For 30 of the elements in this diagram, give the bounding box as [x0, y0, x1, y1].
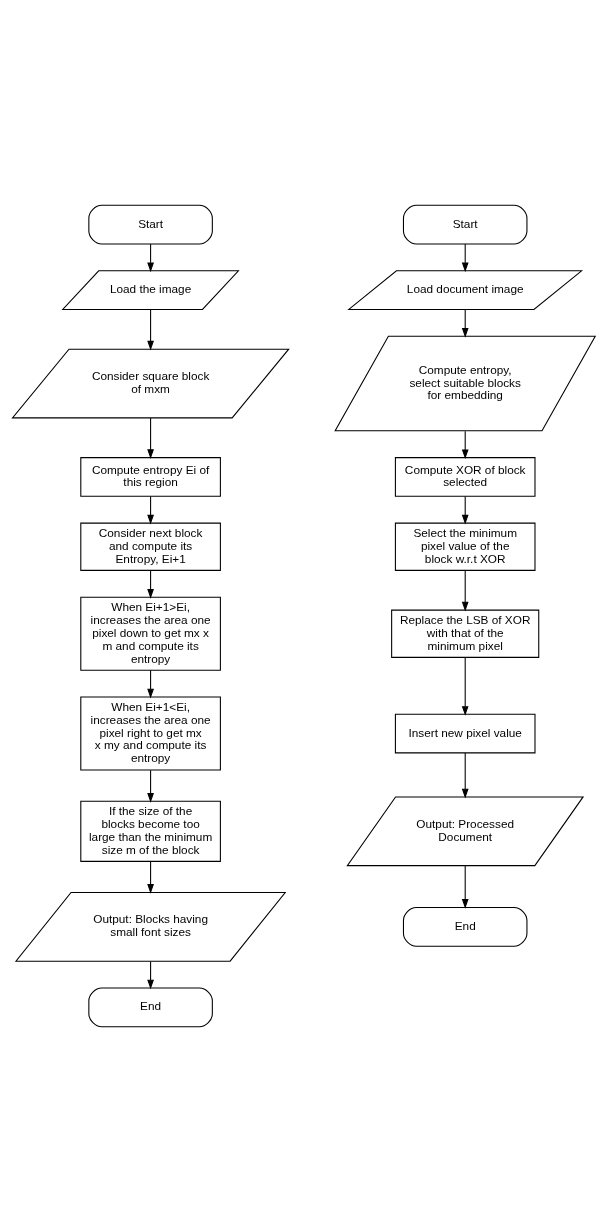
node-box: Compute entropy Ei of this region [80, 456, 221, 497]
node-box: If the size of the blocks become too large than the minimum size m of the block [80, 800, 221, 862]
arrow [461, 430, 469, 459]
arrow [147, 417, 154, 459]
node-box: Replace the LSB of XOR with that of the minimum pixel [391, 609, 540, 658]
arrow [461, 569, 469, 611]
node-box: Select the minimum pixel value of the block w.r.t XOR [394, 522, 536, 571]
arrow [147, 495, 154, 524]
node-box: Compute XOR of block selected [394, 456, 536, 497]
arrow [461, 865, 469, 909]
node-box: Start [402, 204, 528, 244]
node-box: When Ei+1<Ei, increases the area one pixel right to get mx x my and compute its entropy [80, 696, 221, 771]
node-box: Insert new pixel value [394, 713, 536, 753]
arrow [461, 656, 469, 716]
arrow [461, 752, 469, 798]
arrow [147, 960, 154, 989]
node-box: When Ei+1>Ei, increases the area one pixel down to get mx x m and compute its entropy [80, 596, 221, 671]
arrow [147, 669, 154, 698]
arrow [461, 243, 469, 272]
node-box: Consider next block and compute its Entropy, Ei+1 [80, 522, 221, 571]
node-box: End [402, 906, 528, 947]
node-box: End [88, 987, 213, 1027]
arrow [147, 860, 154, 894]
arrow [461, 495, 469, 524]
node-box: Start [88, 204, 213, 244]
arrow [147, 243, 154, 272]
arrow [147, 569, 154, 599]
arrow [147, 769, 154, 803]
arrow [147, 308, 154, 350]
arrow [461, 308, 469, 338]
